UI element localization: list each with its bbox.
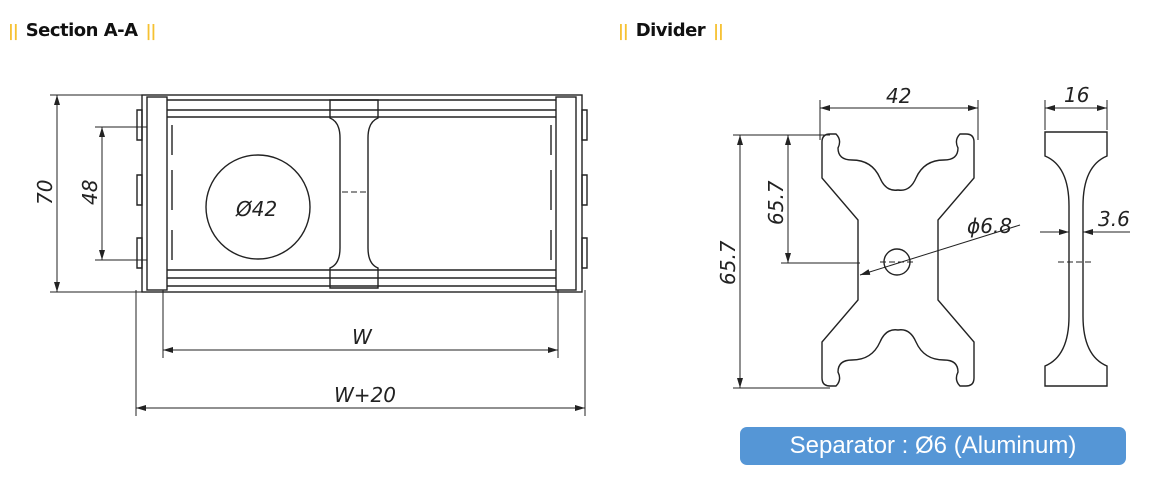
- outer-width-dim: W+20: [334, 383, 396, 407]
- divider-front-view: ϕ6.8 42 65.7 65.7: [716, 84, 1021, 389]
- header-bars-icon: ||: [713, 21, 724, 40]
- thickness-dim: 16: [1064, 83, 1089, 107]
- divider-width-dim: 42: [886, 84, 911, 108]
- half-height-dim: 65.7: [764, 180, 788, 225]
- height-dim: 70: [33, 180, 57, 205]
- inner-height-dim: 48: [78, 180, 102, 205]
- header-bars-icon: ||: [618, 21, 629, 40]
- section-a-header: || Section A-A ||: [8, 20, 157, 41]
- hole-dim: ϕ6.8: [967, 214, 1012, 238]
- separator-badge: Separator : Ø6 (Aluminum): [740, 427, 1126, 465]
- width-dim: W: [352, 325, 373, 349]
- header-bars-icon: ||: [145, 21, 157, 40]
- divider-header: || Divider ||: [618, 20, 724, 41]
- divider-side-view: 16 3.6: [1040, 83, 1130, 387]
- web-dim: 3.6: [1098, 207, 1130, 231]
- section-a-drawing: Ø42 70 48 W W+20: [33, 94, 588, 416]
- section-a-title: Section A-A: [25, 20, 138, 41]
- total-height-dim: 65.7: [716, 240, 740, 285]
- circle-dim: Ø42: [235, 197, 277, 221]
- divider-title: Divider: [635, 20, 706, 41]
- header-bars-icon: ||: [8, 21, 19, 40]
